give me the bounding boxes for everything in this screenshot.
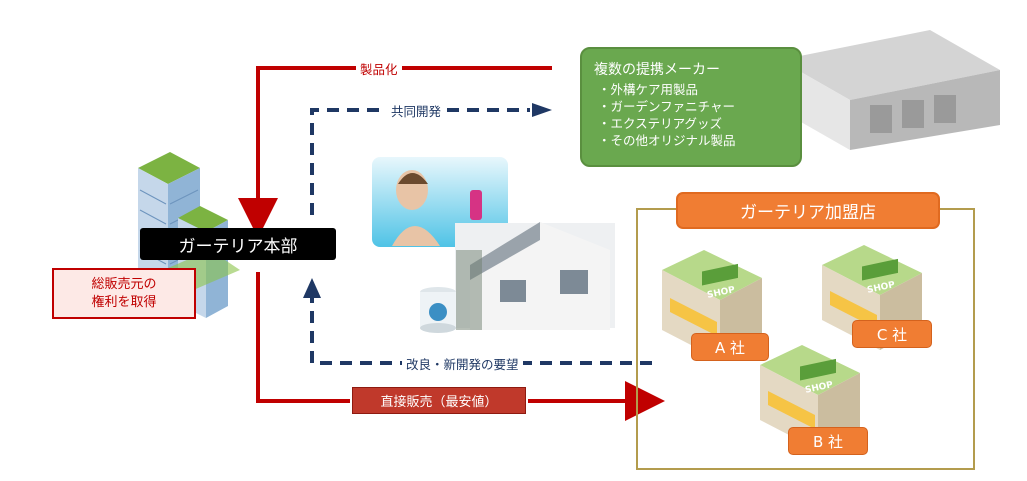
co-develop-label: 共同開発 (387, 101, 446, 120)
company-c-label: C 社 (852, 320, 932, 348)
company-a-label: A 社 (691, 333, 769, 361)
product-photos (372, 157, 615, 333)
rights-line-2: 権利を取得 (91, 294, 157, 310)
paint-bucket-illustration (420, 287, 456, 333)
headquarters-label: ガーテリア本部 (140, 228, 336, 260)
productize-label: 製品化 (356, 59, 402, 78)
maker-item: ・エクステリアグッズ (598, 116, 723, 131)
rights-box: 総販売元の 権利を取得 (52, 268, 196, 319)
direct-sales-label: 直接販売（最安値） (352, 387, 526, 414)
navy-flow-arrows (303, 103, 652, 365)
company-b-label: B 社 (788, 427, 868, 455)
partner-maker-box: 複数の提携メーカー ・外構ケア用製品 ・ガーデンファニチャー ・エクステリアグッ… (580, 47, 802, 167)
maker-item: ・外構ケア用製品 (598, 82, 699, 97)
franchise-title: ガーテリア加盟店 (676, 192, 940, 229)
maker-item: ・ガーデンファニチャー (598, 99, 736, 114)
rights-line-1: 総販売元の (91, 276, 157, 292)
red-flow-arrows (238, 66, 665, 421)
warehouse-illustration (780, 30, 1000, 150)
improvement-request-label: 改良・新開発の要望 (402, 354, 523, 373)
maker-item: ・その他オリジナル製品 (598, 133, 736, 148)
maker-title: 複数の提携メーカー (594, 62, 720, 78)
